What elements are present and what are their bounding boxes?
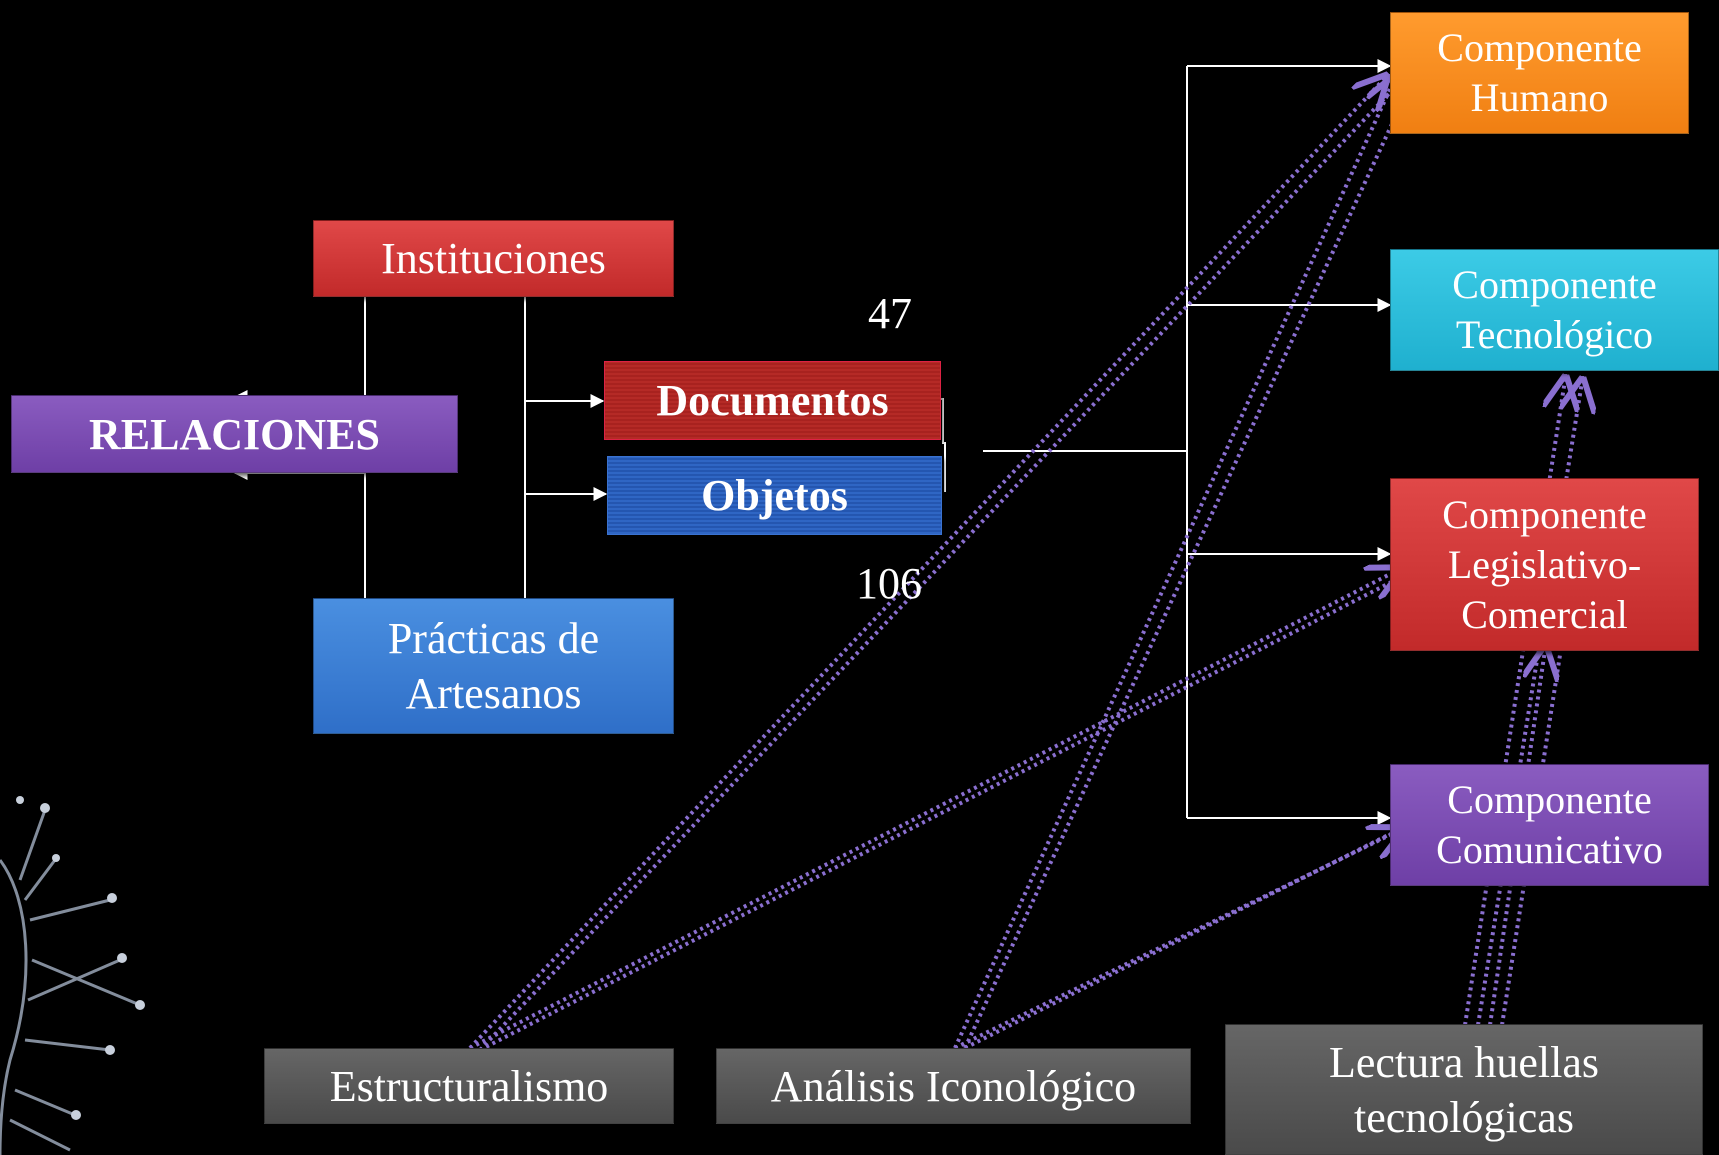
lectura-huellas-box: Lectura huellas tecnológicas <box>1225 1024 1703 1155</box>
componente-humano-box: Componente Humano <box>1390 12 1689 134</box>
feather-decoration-icon <box>0 809 141 1155</box>
instituciones-box: Instituciones <box>313 220 674 297</box>
analisis-iconologico-label: Análisis Iconológico <box>770 1061 1137 1111</box>
documentos-label: Documentos <box>656 376 889 425</box>
componente-legislativo-box: Componente Legislativo-Comercial <box>1390 478 1699 651</box>
estructuralismo-box: Estructuralismo <box>264 1048 674 1124</box>
relaciones-box: RELACIONES <box>11 395 458 473</box>
componente-tecnologico-box: Componente Tecnológico <box>1390 249 1719 371</box>
lectura-huellas-label: Lectura huellas tecnológicas <box>1329 1037 1599 1142</box>
estructuralismo-label: Estructuralismo <box>329 1061 609 1111</box>
componente-comunicativo-box: Componente Comunicativo <box>1390 764 1709 886</box>
practicas-box: Prácticas de Artesanos <box>313 598 674 734</box>
analisis-iconologico-box: Análisis Iconológico <box>716 1048 1191 1124</box>
documentos-count: 47 <box>868 289 912 338</box>
objetos-label: Objetos <box>701 471 848 520</box>
componente-legislativo-label: Componente Legislativo-Comercial <box>1442 491 1647 637</box>
practicas-label: Prácticas de Artesanos <box>387 614 600 718</box>
documentos-box: Documentos <box>604 361 941 440</box>
componente-comunicativo-label: Componente Comunicativo <box>1436 777 1663 872</box>
componente-humano-label: Componente Humano <box>1437 25 1642 120</box>
objetos-count: 106 <box>856 559 922 608</box>
componente-tecnologico-label: Componente Tecnológico <box>1452 262 1657 357</box>
relaciones-label: RELACIONES <box>89 409 380 459</box>
instituciones-label: Instituciones <box>381 234 606 283</box>
objetos-box: Objetos <box>607 456 942 535</box>
